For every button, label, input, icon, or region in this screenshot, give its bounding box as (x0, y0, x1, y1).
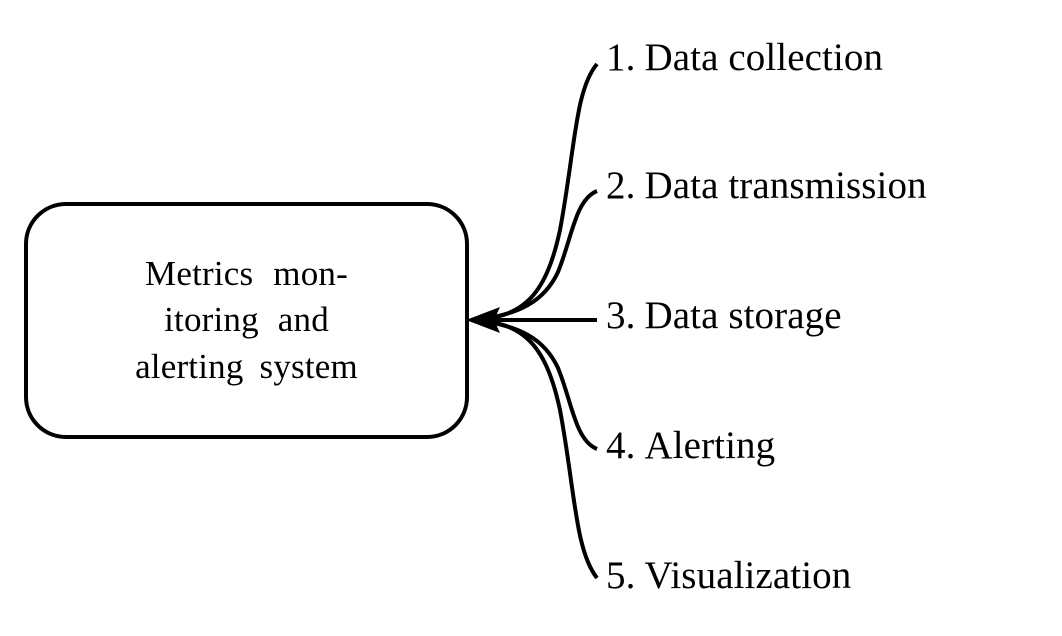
branch-item-4[interactable]: 4.Alerting (606, 426, 775, 465)
branch-label-2: Data transmission (644, 164, 927, 207)
branch-label-5: Visualization (644, 554, 852, 597)
branch-item-5[interactable]: 5.Visualization (606, 556, 851, 595)
branch-item-1[interactable]: 1.Data collection (606, 38, 883, 77)
branch-connector-1 (470, 62, 599, 322)
branch-number-1: 1. (606, 36, 636, 79)
root-node-box[interactable] (24, 202, 469, 439)
branch-number-4: 4. (606, 424, 636, 467)
branch-number-5: 5. (606, 554, 636, 597)
branch-connector-4 (470, 318, 598, 451)
branch-number-3: 3. (606, 294, 636, 337)
root-node-label: Metrics mon- itoring and alerting system (26, 204, 467, 437)
root-node-line-2: itoring and (164, 300, 329, 340)
arrow-head-icon (466, 307, 500, 333)
root-node-line-3: alerting system (135, 346, 358, 386)
branch-item-3[interactable]: 3.Data storage (606, 296, 842, 335)
branch-number-2: 2. (606, 164, 636, 207)
branch-label-4: Alerting (644, 424, 776, 467)
root-node-line-1: Metrics mon- (145, 253, 348, 293)
branch-item-2[interactable]: 2.Data transmission (606, 166, 927, 205)
branch-connector-5 (470, 318, 599, 580)
branch-label-3: Data storage (644, 294, 842, 337)
branch-connector-2 (470, 189, 598, 322)
branch-label-1: Data collection (644, 36, 884, 79)
